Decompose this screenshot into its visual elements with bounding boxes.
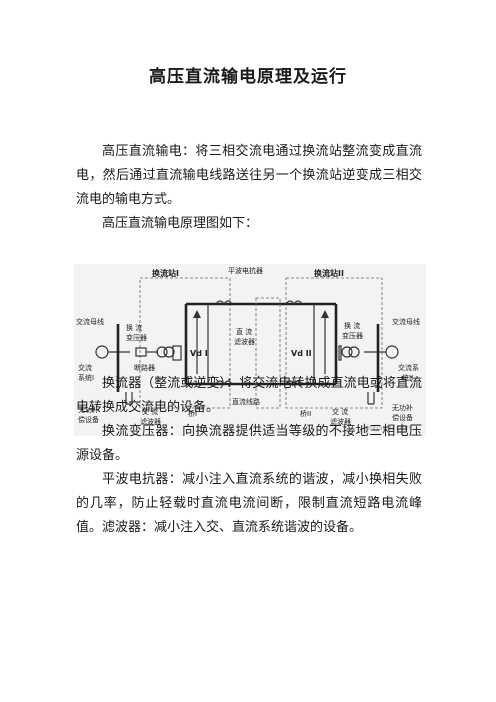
smoothing-reactor-4 xyxy=(285,380,303,386)
ac-system-right-label-2: 统II xyxy=(402,373,413,382)
dc-filter-label-1: 直 流 xyxy=(236,327,252,336)
paragraph-definition: 高压直流输电：将三相交流电通过换流站整流变成直流电，然后通过直流输电线路送往另一… xyxy=(76,144,422,207)
ac-filter-left-icon xyxy=(125,392,133,405)
bridge1-label: 桥I xyxy=(188,409,197,418)
watermark: jiexiantu.com xyxy=(363,424,411,432)
smoothing-reactor-2 xyxy=(285,300,303,306)
hvdc-schematic-figure: 换流站I 换流站II 平波电抗器 Vd I Vd II 直 流 滤波器 直流线路 xyxy=(74,264,426,436)
ac-filter-left-label-1: 交 流 xyxy=(142,407,158,416)
vd1-arrowhead xyxy=(193,310,201,318)
smoothing-reactor-1 xyxy=(215,300,233,306)
reactive-left-label-2: 偿设备 xyxy=(78,415,99,424)
valve-left-icon xyxy=(172,345,182,361)
breaker-label: 断路器 xyxy=(134,363,155,372)
ac-filter-left-label-2: 滤波器 xyxy=(140,417,161,426)
ac-filter-right-icon xyxy=(367,392,375,405)
ac-bus-right-label: 交流母线 xyxy=(392,317,420,326)
reactive-right-label-1: 无功补 xyxy=(392,403,413,412)
vd1-label: Vd I xyxy=(190,349,208,358)
ac-system-left-label-2: 系统I xyxy=(78,373,94,382)
tx-left-coil-1 xyxy=(156,346,168,358)
reactive-right-label-2: 偿设备 xyxy=(392,413,413,422)
ac-filter-right-label-1: 交 流 xyxy=(332,407,348,416)
smoothing-reactor-3 xyxy=(215,380,233,386)
page-title: 高压直流输电原理及运行 xyxy=(149,67,347,87)
paragraph-converter-transformer: 换流变压器：向换流器提供适当等级的不接地三相电压源设备。 xyxy=(76,424,422,463)
paragraph-filter: 滤波器：减小注入交、直流系统谐波的设备。 xyxy=(102,520,363,535)
converter-tx-left-label-2: 变压器 xyxy=(126,333,147,342)
reactive-left-label-1: 无功补 xyxy=(78,405,99,414)
station2-label: 换流站II xyxy=(314,268,344,278)
dc-line-label: 直流线路 xyxy=(232,397,260,406)
diagram-background xyxy=(74,264,426,436)
tx-left-coil-2 xyxy=(163,346,175,358)
bridge2-label: 桥II xyxy=(300,409,311,418)
paragraph-diagram-intro: 高压直流输电原理图如下： xyxy=(102,216,259,231)
hvdc-schematic-diagram: 换流站I 换流站II 平波电抗器 Vd I Vd II 直 流 滤波器 直流线路 xyxy=(74,264,426,436)
converter-tx-right-label-2: 变压器 xyxy=(342,331,363,340)
dc-filter-box xyxy=(255,297,281,409)
ac-system-left-label-1: 交流 xyxy=(78,363,92,372)
valve-right-icon xyxy=(338,345,342,361)
dc-filter-label-2: 滤波器 xyxy=(234,337,255,346)
ac-bus-left-label: 交流母线 xyxy=(76,317,104,326)
converter-tx-right-label-1: 换 流 xyxy=(344,321,360,330)
station1-box xyxy=(139,277,231,409)
vd2-label: Vd II xyxy=(291,349,312,358)
station2-box xyxy=(285,277,383,409)
paragraph-smoothing-reactor: 平波电抗器：减小注入直流系统的谐波，减小换相失败的几率，防止轻载时直流电流间断，… xyxy=(76,472,422,535)
ac-filter-right-label-2: 滤波器 xyxy=(330,417,351,426)
station1-label: 换流站I xyxy=(152,268,179,278)
smoothing-reactor-label: 平波电抗器 xyxy=(228,266,263,275)
tx-right-coil-1 xyxy=(341,346,353,358)
tx-right-coil-2 xyxy=(348,346,360,358)
paragraph-converter: 换流器（整流或逆变）：将交流电转换成直流电或将直流电转换成交流电的设备。 xyxy=(76,376,422,415)
converter-tx-left-label-1: 换 流 xyxy=(126,323,142,332)
vd2-arrowhead xyxy=(321,310,329,318)
ac-system-right-label-1: 交流系 xyxy=(398,363,419,372)
